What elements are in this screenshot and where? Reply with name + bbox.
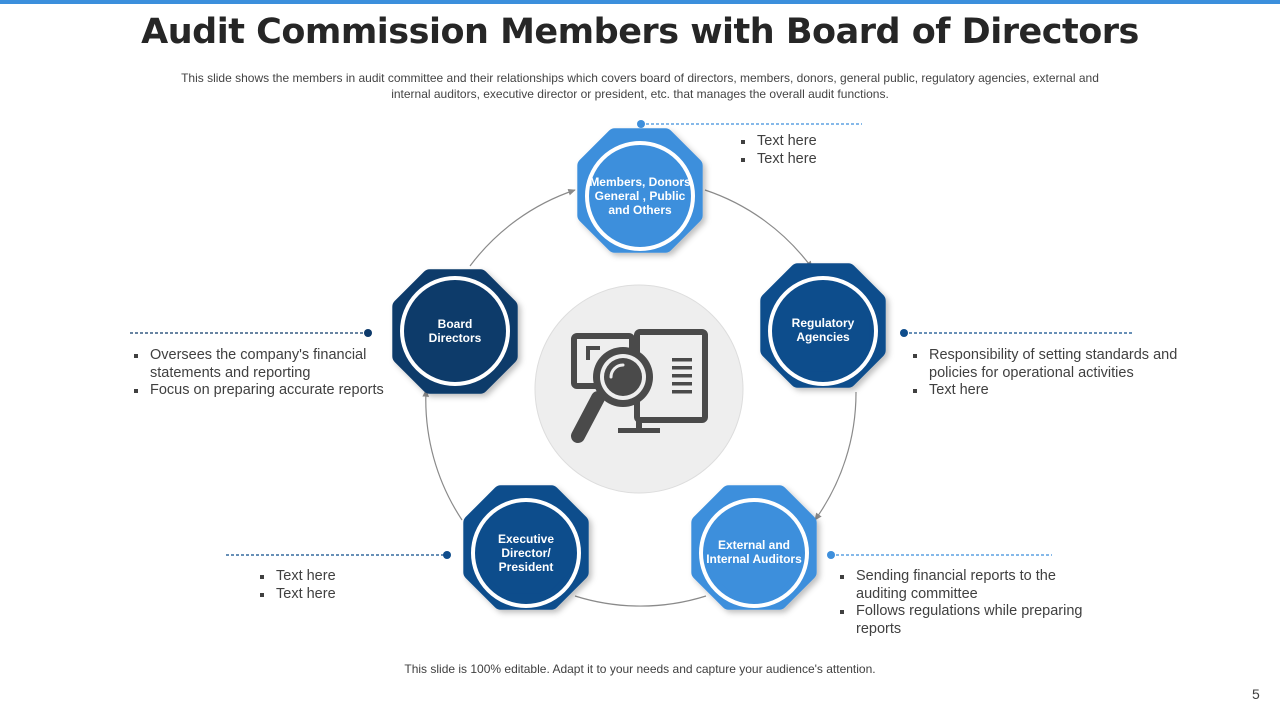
list-item: Sending financial reports to the auditin…	[836, 568, 1086, 603]
leader-dot-external	[827, 551, 835, 559]
list-item: Focus on preparing accurate reports	[130, 382, 390, 400]
list-item: Oversees the company's financial stateme…	[130, 347, 390, 382]
node-executive	[463, 485, 589, 610]
slide-footer: This slide is 100% editable. Adapt it to…	[404, 662, 876, 676]
node-executive-ring	[471, 498, 581, 608]
arc-external-to-executive	[574, 595, 707, 607]
arrow-executive-to-board	[422, 389, 463, 521]
list-item: Text here	[256, 586, 436, 604]
list-item: Text here	[256, 568, 436, 586]
external-bullets: Sending financial reports to the auditin…	[836, 568, 1086, 638]
page-number: 5	[1252, 686, 1260, 702]
arrow-members-to-regulatory	[704, 189, 813, 269]
node-external-label: External and Internal Auditors	[706, 538, 802, 566]
cycle-connectors	[422, 188, 857, 607]
arrow-regulatory-to-external	[814, 391, 857, 521]
node-board-octagon	[392, 269, 518, 394]
slide-title: Audit Commission Members with Board of D…	[141, 12, 1139, 52]
node-members-label: Members, Donors General , Public and Oth…	[589, 175, 691, 217]
members-bullets: Text here Text here	[737, 133, 937, 168]
arrow-board-to-members	[469, 188, 576, 267]
list-item: Text here	[737, 151, 937, 169]
node-board-ring	[400, 276, 510, 386]
node-board-label: Board Directors	[428, 317, 482, 345]
node-external	[691, 485, 817, 610]
slide-subtitle: This slide shows the members in audit co…	[181, 71, 1099, 101]
leader-dot-board	[364, 329, 372, 337]
leader-dot-regulatory	[900, 329, 908, 337]
executive-bullets: Text here Text here	[256, 568, 436, 603]
list-item: Text here	[737, 133, 937, 151]
monitor-magnifier-icon	[571, 329, 708, 443]
node-members	[577, 128, 703, 253]
leader-dot-executive	[443, 551, 451, 559]
node-regulatory	[760, 263, 886, 388]
node-board	[392, 269, 518, 394]
node-executive-label: Executive Director/ President	[497, 532, 555, 574]
board-bullets: Oversees the company's financial stateme…	[130, 347, 390, 400]
leader-dot-members	[637, 120, 645, 128]
list-item: Text here	[909, 382, 1189, 400]
list-item: Responsibility of setting standards and …	[909, 347, 1189, 382]
top-accent-bar	[0, 0, 1280, 4]
node-regulatory-ring	[768, 276, 878, 386]
node-regulatory-label: Regulatory Agencies	[791, 316, 855, 344]
list-item: Follows regulations while preparing repo…	[836, 603, 1086, 638]
node-members-ring	[585, 141, 695, 251]
node-external-ring	[699, 498, 809, 608]
regulatory-bullets: Responsibility of setting standards and …	[909, 347, 1189, 400]
